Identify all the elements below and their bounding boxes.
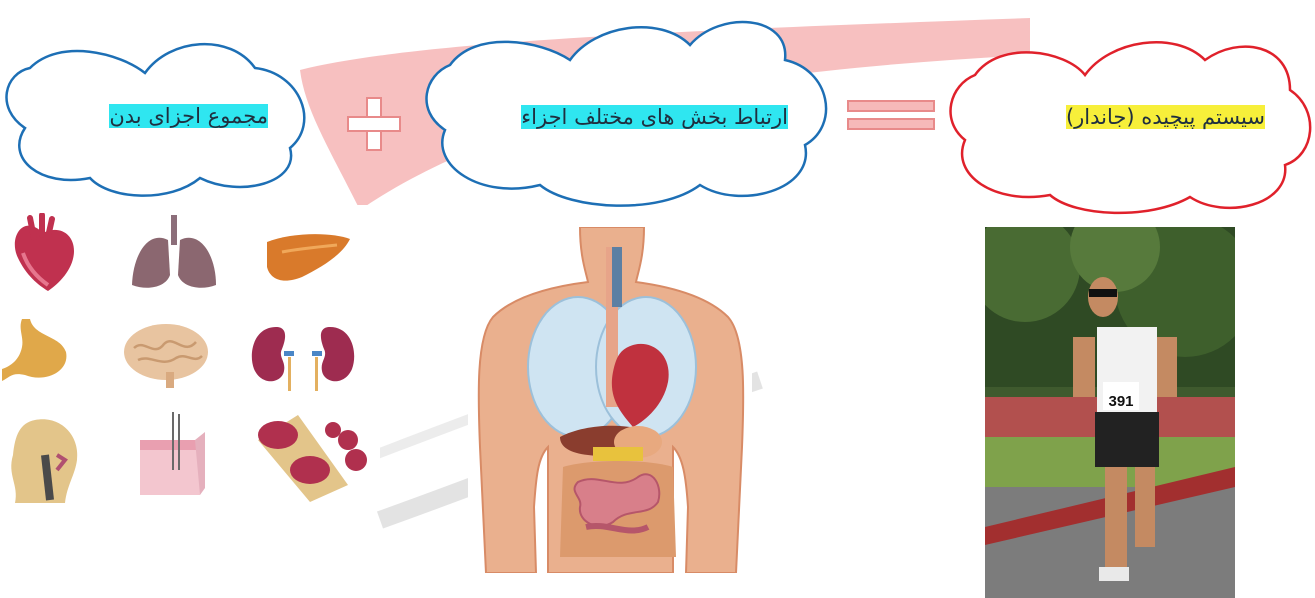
bib-number: 391 [1108, 393, 1133, 410]
heart-icon [8, 213, 78, 295]
lungs-icon [128, 215, 220, 293]
organ-icons-grid [0, 205, 380, 505]
liver-icon [262, 227, 352, 289]
cloud-body-parts: مجموع اجزای بدن [0, 28, 320, 203]
runner-photo: 391 [985, 227, 1235, 598]
cloud-label-1: مجموع اجزای بدن [109, 104, 268, 128]
cloud-label-2: ارتباط بخش های مختلف اجزاء [521, 105, 788, 129]
brain-icon [122, 320, 212, 390]
stomach-icon [0, 317, 70, 387]
skin-icon [135, 410, 210, 500]
human-anatomy-illustration [468, 227, 752, 573]
head-anatomy-icon [5, 415, 85, 505]
kidneys-icon [248, 323, 358, 391]
cloud-label-3: سیستم پیچیده (جاندار) [1066, 105, 1265, 129]
cloud-label-3-text: سیستم پیچیده (جاندار) [1066, 105, 1265, 129]
plus-icon [345, 95, 403, 153]
blood-cells-icon [248, 410, 373, 505]
cloud-complex-system: سیستم پیچیده (جاندار) [945, 25, 1315, 220]
cloud-label-1-text: مجموع اجزای بدن [109, 104, 268, 128]
cloud-label-2-text: ارتباط بخش های مختلف اجزاء [521, 105, 788, 129]
cloud-connections: ارتباط بخش های مختلف اجزاء [420, 5, 840, 215]
equals-icon [846, 98, 936, 134]
